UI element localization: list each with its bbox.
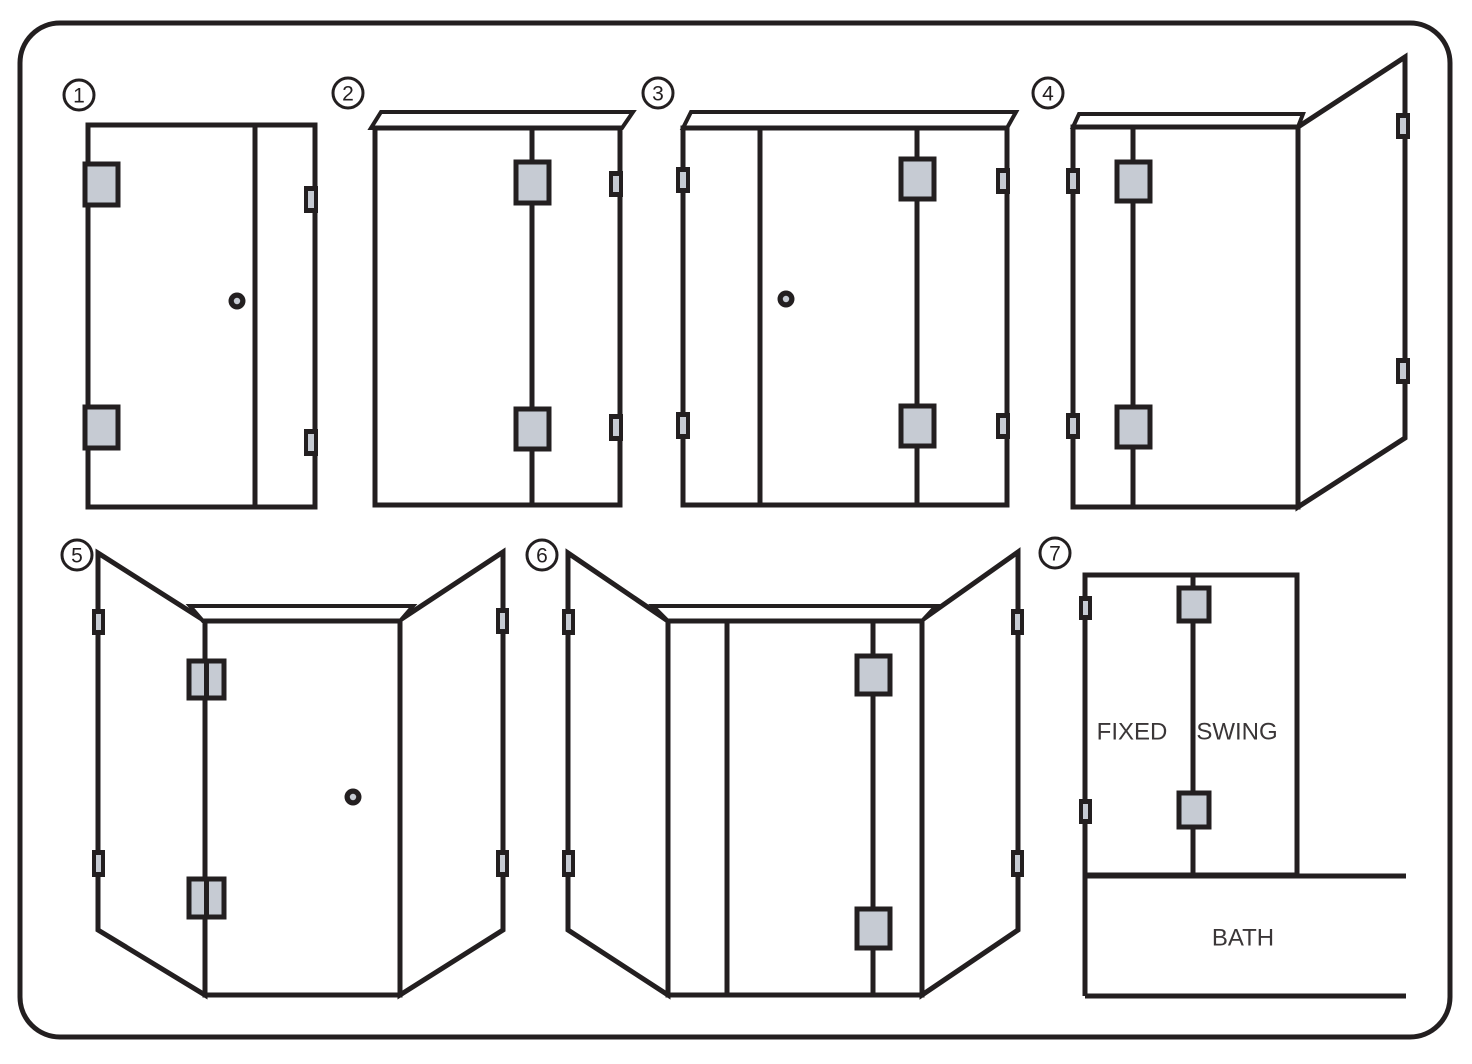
hinge-icon [82,161,121,208]
hinge-icon [898,156,937,202]
hinge-icon [854,653,893,697]
knob-icon [344,788,362,806]
glass-panel [680,125,1010,508]
hinge-icon [186,658,227,701]
diagram-number-badge: 3 [641,76,675,110]
clip-icon [1066,168,1080,194]
diagram-2: 2 [331,76,637,508]
glass-panel [202,618,403,998]
diagram-3: 3 [641,76,1020,508]
clip-icon [304,186,318,213]
clip-icon [304,429,318,456]
hinge-icon [898,403,937,449]
clip-icon [1066,413,1080,439]
hinge-icon [854,906,893,951]
knob-icon [777,290,795,308]
diagram-number-badge: 7 [1038,536,1072,570]
return-panel [565,548,671,1000]
diagram-number: 1 [73,85,85,108]
diagram-4: 4 [1031,52,1410,512]
diagram-number-badge: 5 [60,538,94,572]
clip-icon [92,609,105,635]
panel-label: BATH [1212,924,1274,951]
hinge-icon [513,159,552,206]
clip-icon [1396,358,1410,384]
diagram-number: 5 [71,545,83,568]
hinge-icon [82,404,121,451]
clip-icon [1079,799,1092,824]
clip-icon [609,414,623,441]
clip-icon [676,412,690,439]
clip-icon [562,609,575,635]
diagram-6: 6 [525,538,1024,1000]
panel-label: SWING [1196,718,1277,745]
hinge-icon [186,876,227,920]
clip-icon [609,171,623,197]
hinge-icon [1176,790,1212,830]
clip-icon [1396,113,1410,139]
diagram-number: 3 [652,83,664,106]
diagram-number: 7 [1049,543,1061,566]
diagram-1: 1 [62,78,318,510]
diagram-number-badge: 4 [1031,76,1065,110]
return-panel [95,548,208,1000]
diagram-number-badge: 6 [525,538,559,572]
clip-icon [496,850,509,877]
clip-icon [92,850,105,877]
diagram-5: 5 [60,538,509,1000]
hinge-icon [513,406,552,452]
hinge-icon [1176,585,1212,624]
diagram-number-badge: 1 [62,78,96,112]
glass-panel [85,122,318,510]
return-panel [1295,52,1408,512]
clip-icon [1079,596,1092,620]
diagram-7: FIXED SWING BATH 7 [1038,536,1406,999]
diagram-number: 2 [342,83,354,106]
hinge-icon [1114,159,1153,204]
clip-icon [996,413,1010,439]
clip-icon [1011,850,1024,877]
diagram-number: 6 [536,545,548,568]
clip-icon [676,167,690,193]
diagram-number: 4 [1042,83,1054,106]
diagram-number-badge: 2 [331,76,365,110]
knob-icon [228,292,246,310]
glass-panel [372,125,623,508]
clip-icon [1011,609,1024,635]
hinge-icon [1114,404,1153,450]
clip-icon [496,608,509,634]
glass-panel [1070,124,1301,510]
panel-label: FIXED [1097,718,1168,745]
clip-icon [562,850,575,877]
clip-icon [996,168,1010,194]
return-panel [397,547,506,1000]
return-panel [919,547,1021,1000]
